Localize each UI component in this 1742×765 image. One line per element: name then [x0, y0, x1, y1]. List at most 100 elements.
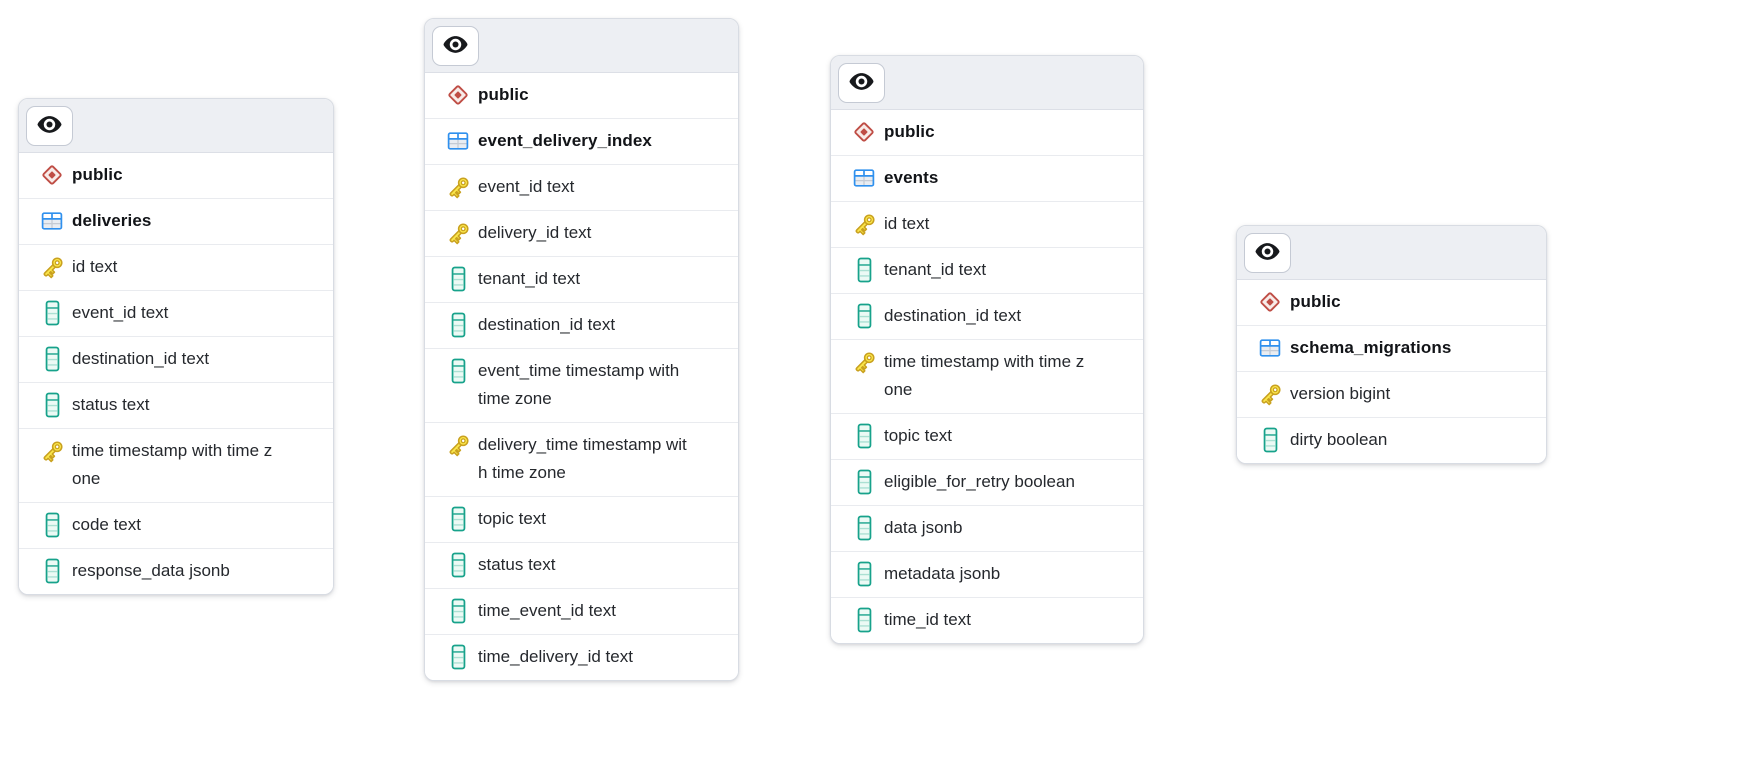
field-row[interactable]: topic text	[831, 413, 1143, 459]
eye-icon	[442, 31, 469, 61]
table-name-row[interactable]: deliveries	[19, 198, 333, 244]
field-label: dirty boolean	[1290, 430, 1388, 449]
eye-icon	[848, 68, 875, 98]
field-label: event_id text	[478, 177, 575, 196]
column-icon	[1250, 426, 1290, 454]
field-row[interactable]: time timestamp with time zone	[19, 428, 333, 502]
table-icon	[1250, 334, 1290, 362]
field-label: tenant_id text	[884, 260, 987, 279]
key-icon	[32, 253, 72, 281]
field-label: version bigint	[1290, 384, 1391, 403]
schema-name: public	[884, 122, 935, 141]
field-row[interactable]: version bigint	[1237, 371, 1546, 417]
field-label: event_id text	[72, 303, 169, 322]
field-row[interactable]: destination_id text	[19, 336, 333, 382]
field-row[interactable]: topic text	[425, 496, 738, 542]
schema-name: public	[478, 85, 529, 104]
table-name: event_delivery_index	[478, 131, 652, 150]
field-row[interactable]: time_delivery_id text	[425, 634, 738, 680]
field-row[interactable]: time_id text	[831, 597, 1143, 643]
visibility-toggle-button[interactable]	[26, 105, 73, 146]
table-card-header	[1237, 226, 1546, 280]
column-icon	[32, 345, 72, 373]
field-label: code text	[72, 515, 141, 534]
field-row[interactable]: status text	[19, 382, 333, 428]
field-row[interactable]: id text	[831, 201, 1143, 247]
visibility-toggle-button[interactable]	[1244, 232, 1291, 273]
field-label: delivery_id text	[478, 223, 592, 242]
field-label: topic text	[478, 509, 547, 528]
schema-row[interactable]: public	[19, 153, 333, 198]
key-icon	[438, 431, 478, 459]
field-row[interactable]: delivery_id text	[425, 210, 738, 256]
table-name: events	[884, 168, 939, 187]
field-label: topic text	[884, 426, 953, 445]
field-row[interactable]: metadata jsonb	[831, 551, 1143, 597]
column-icon	[844, 468, 884, 496]
table-name-row[interactable]: event_delivery_index	[425, 118, 738, 164]
field-label: time_id text	[884, 610, 971, 629]
column-icon	[438, 551, 478, 579]
field-row[interactable]: destination_id text	[425, 302, 738, 348]
schema-name: public	[72, 165, 123, 184]
field-row[interactable]: eligible_for_retry boolean	[831, 459, 1143, 505]
key-icon	[438, 173, 478, 201]
column-icon	[438, 311, 478, 339]
column-icon	[844, 514, 884, 542]
table-name-row[interactable]: events	[831, 155, 1143, 201]
field-row[interactable]: data jsonb	[831, 505, 1143, 551]
column-icon	[438, 265, 478, 293]
field-list: event_id text delivery_id text tenant_id…	[425, 164, 738, 680]
field-list: id text event_id text destination_id tex…	[19, 244, 333, 594]
field-list: id text tenant_id text destination_id te…	[831, 201, 1143, 643]
column-icon	[844, 606, 884, 634]
table-icon	[438, 127, 478, 155]
field-label: status text	[72, 395, 150, 414]
field-row[interactable]: code text	[19, 502, 333, 548]
field-row[interactable]: dirty boolean	[1237, 417, 1546, 463]
field-row[interactable]: response_data jsonb	[19, 548, 333, 594]
table-name: schema_migrations	[1290, 338, 1452, 357]
table-name: deliveries	[72, 211, 152, 230]
field-row[interactable]: id text	[19, 244, 333, 290]
table-card[interactable]: public schema_migrations version bigint …	[1236, 225, 1547, 464]
column-icon	[32, 557, 72, 585]
visibility-toggle-button[interactable]	[432, 25, 479, 66]
field-label: time timestamp with time zone	[884, 352, 1085, 399]
field-row[interactable]: status text	[425, 542, 738, 588]
field-label: data jsonb	[884, 518, 963, 537]
table-card[interactable]: public events id text tenant_id text des…	[830, 55, 1144, 644]
column-icon	[844, 256, 884, 284]
schema-row[interactable]: public	[425, 73, 738, 118]
key-icon	[844, 348, 884, 376]
schema-row[interactable]: public	[831, 110, 1143, 155]
field-list: version bigint dirty boolean	[1237, 371, 1546, 463]
key-icon	[438, 219, 478, 247]
field-row[interactable]: time timestamp with time zone	[831, 339, 1143, 413]
field-row[interactable]: event_id text	[425, 164, 738, 210]
field-row[interactable]: delivery_time timestamp with time zone	[425, 422, 738, 496]
visibility-toggle-button[interactable]	[838, 62, 885, 103]
field-row[interactable]: destination_id text	[831, 293, 1143, 339]
schema-diamond-icon	[32, 161, 72, 189]
schema-row[interactable]: public	[1237, 280, 1546, 325]
schema-diamond-icon	[844, 118, 884, 146]
table-card[interactable]: public deliveries id text event_id text …	[18, 98, 334, 595]
column-icon	[844, 560, 884, 588]
column-icon	[438, 505, 478, 533]
field-label: metadata jsonb	[884, 564, 1001, 583]
field-label: destination_id text	[884, 306, 1022, 325]
column-icon	[844, 422, 884, 450]
key-icon	[32, 437, 72, 465]
table-card-header	[19, 99, 333, 153]
field-row[interactable]: tenant_id text	[425, 256, 738, 302]
field-row[interactable]: tenant_id text	[831, 247, 1143, 293]
field-label: destination_id text	[478, 315, 616, 334]
table-card[interactable]: public event_delivery_index event_id tex…	[424, 18, 739, 681]
table-name-row[interactable]: schema_migrations	[1237, 325, 1546, 371]
field-label: delivery_time timestamp with time zone	[478, 435, 687, 482]
field-row[interactable]: time_event_id text	[425, 588, 738, 634]
field-row[interactable]: event_time timestamp with time zone	[425, 348, 738, 422]
field-row[interactable]: event_id text	[19, 290, 333, 336]
